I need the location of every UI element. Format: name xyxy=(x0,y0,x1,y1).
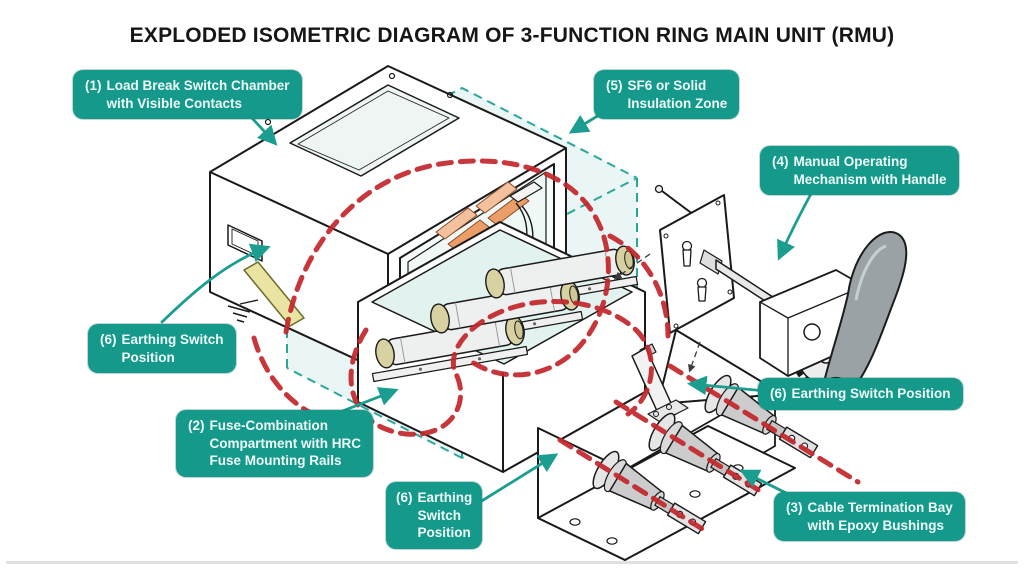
callout-5-insulation-zone: (5) SF6 or Solid Insulation Zone xyxy=(594,70,740,120)
page-title: EXPLODED ISOMETRIC DIAGRAM OF 3-FUNCTION… xyxy=(129,24,895,47)
arrow-to-fuse-compartment xyxy=(338,387,399,414)
bottom-divider xyxy=(6,561,1018,564)
fuse-compartment xyxy=(357,221,646,473)
arrow-to-chamber-earthing xyxy=(160,243,271,324)
callout-number: (4) xyxy=(772,154,789,169)
callout-number: (6) xyxy=(396,490,413,505)
alignment-leaders xyxy=(613,253,701,373)
callout-2-fuse-compartment: (2) Fuse-Combination Compartment with HR… xyxy=(176,410,373,477)
visible-contacts xyxy=(435,181,530,252)
callout-number: (6) xyxy=(770,386,787,401)
ground-symbol xyxy=(227,305,251,323)
callout-number: (6) xyxy=(100,332,117,347)
callout-text: Load Break Switch Chamber with Visible C… xyxy=(106,78,290,111)
callout-3-cable-termination: (3) Cable Termination Bay with Epoxy Bus… xyxy=(774,492,965,542)
callout-text: Manual Operating Mechanism with Handle xyxy=(793,154,947,187)
callout-6-earthing-bottom: (6) Earthing Switch Position xyxy=(386,482,483,549)
arrow-to-mechanism xyxy=(777,188,815,261)
callout-text: Cable Termination Bay with Epoxy Bushing… xyxy=(807,500,953,533)
hrc-fuses xyxy=(375,245,635,369)
callout-text: Fuse-Combination Compartment with HRC Fu… xyxy=(209,418,362,469)
callout-number: (3) xyxy=(786,500,803,515)
callout-number: (5) xyxy=(606,78,623,93)
callout-4-operating-mechanism: (4) Manual Operating Mechanism with Hand… xyxy=(760,146,959,196)
callout-1-load-break-switch: (1) Load Break Switch Chamber with Visib… xyxy=(73,70,302,120)
callout-number: (1) xyxy=(85,78,102,93)
arrow-to-bay-wall xyxy=(478,453,559,504)
mechanism-faceplate xyxy=(659,194,735,334)
callout-6-earthing-right: (6) Earthing Switch Position xyxy=(758,378,963,410)
callout-text: Earthing Switch Position xyxy=(791,386,951,401)
callout-arrows xyxy=(160,110,815,504)
callout-text: Earthing Switch Position xyxy=(417,490,473,541)
callout-number: (2) xyxy=(188,418,205,433)
manual-operating-mechanism xyxy=(654,184,908,400)
callout-text: SF6 or Solid Insulation Zone xyxy=(627,78,728,111)
callout-text: Earthing Switch Position xyxy=(121,332,224,365)
arrow-to-chamber xyxy=(250,116,278,146)
base-flange xyxy=(537,425,796,561)
inspection-hatch xyxy=(289,84,460,177)
callout-6-earthing-left: (6) Earthing Switch Position xyxy=(88,324,236,374)
